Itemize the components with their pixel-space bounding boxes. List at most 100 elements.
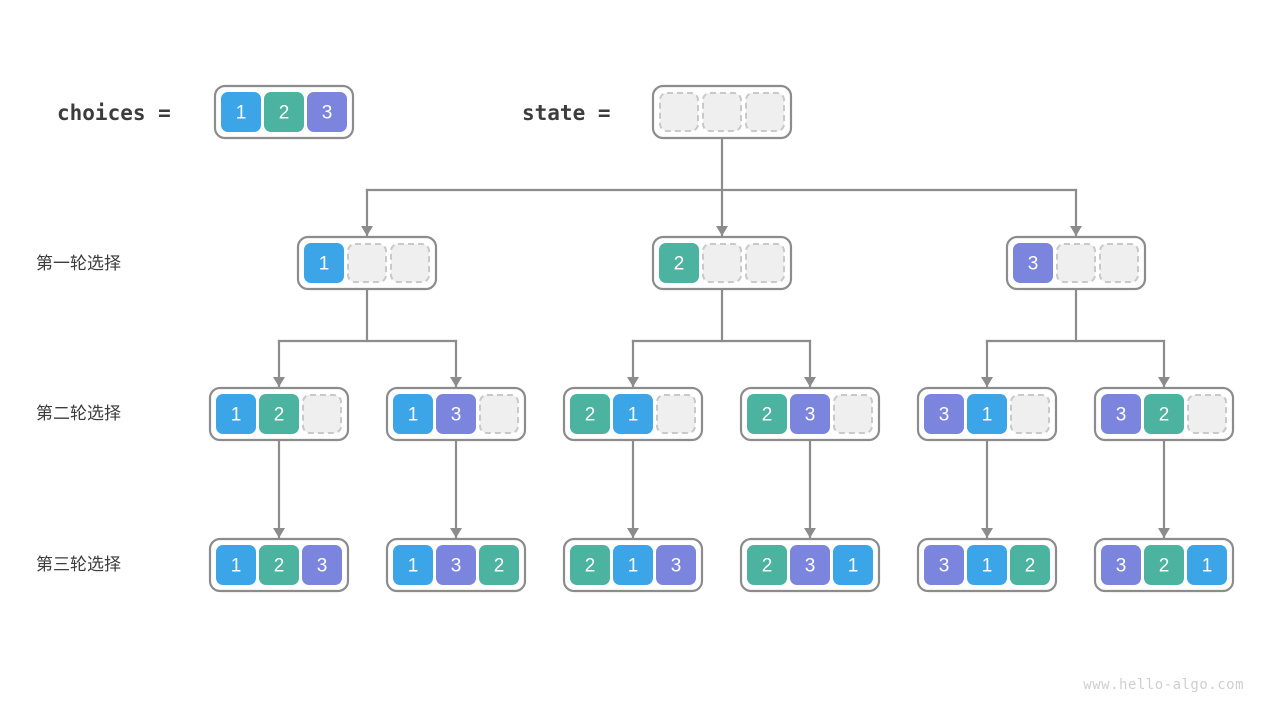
cell-value: 3 <box>1028 254 1039 275</box>
arrow-r3-4 <box>804 528 816 538</box>
arrow-r3-2 <box>450 528 462 538</box>
cell-value: 3 <box>317 556 328 577</box>
cell-filled-1 <box>304 243 344 283</box>
cell-filled-2 <box>264 92 304 132</box>
cell-empty <box>347 243 387 283</box>
cell-value: 3 <box>1116 405 1127 426</box>
cell-empty <box>833 394 873 434</box>
cell-filled-3 <box>302 545 342 585</box>
cell-value: 3 <box>671 556 682 577</box>
arrow-r1-3 <box>1070 226 1082 236</box>
cell-value: 2 <box>762 405 773 426</box>
cell-empty <box>745 92 785 132</box>
arrow-r2-1-2 <box>450 377 462 387</box>
state-label: state = <box>522 101 611 125</box>
cell-filled-1 <box>1187 545 1227 585</box>
cell-empty <box>659 92 699 132</box>
cell-filled-2 <box>259 545 299 585</box>
cell-filled-1 <box>393 394 433 434</box>
cell-empty <box>1010 394 1050 434</box>
cell-empty <box>1099 243 1139 283</box>
cell-filled-3 <box>924 394 964 434</box>
cell-empty <box>702 92 742 132</box>
cell-empty <box>702 243 742 283</box>
cell-filled-3 <box>307 92 347 132</box>
cell-value: 2 <box>274 556 285 577</box>
cell-value: 1 <box>236 103 247 124</box>
cell-value: 2 <box>585 405 596 426</box>
cell-value: 1 <box>982 556 993 577</box>
row-label-round-3: 第三轮选择 <box>36 555 121 574</box>
round3-node-3: 2 1 3 <box>562 537 704 593</box>
cell-filled-3 <box>790 545 830 585</box>
cell-filled-2 <box>1144 545 1184 585</box>
cell-filled-1 <box>613 394 653 434</box>
cell-filled-1 <box>216 394 256 434</box>
cell-value: 1 <box>1202 556 1213 577</box>
cell-value: 2 <box>1159 556 1170 577</box>
cell-value: 2 <box>279 103 290 124</box>
cell-value: 3 <box>939 556 950 577</box>
cell-value: 3 <box>805 405 816 426</box>
arrow-r2-2-2 <box>804 377 816 387</box>
cell-value: 2 <box>274 405 285 426</box>
cell-filled-2 <box>659 243 699 283</box>
cell-value: 1 <box>628 556 639 577</box>
cell-filled-3 <box>436 545 476 585</box>
cell-value: 2 <box>762 556 773 577</box>
cell-filled-3 <box>1101 394 1141 434</box>
cell-filled-2 <box>1144 394 1184 434</box>
cell-filled-1 <box>833 545 873 585</box>
cell-value: 1 <box>231 405 242 426</box>
cell-value: 1 <box>408 556 419 577</box>
cell-empty <box>1056 243 1096 283</box>
round3-node-1: 1 2 3 <box>208 537 350 593</box>
cell-value: 2 <box>674 254 685 275</box>
cell-filled-3 <box>1013 243 1053 283</box>
state-array <box>651 84 793 140</box>
round1-node-1: 1 <box>296 235 438 291</box>
arrow-r2-2-1 <box>627 377 639 387</box>
cell-value: 1 <box>231 556 242 577</box>
cell-empty <box>479 394 519 434</box>
cell-empty <box>390 243 430 283</box>
cell-value: 2 <box>585 556 596 577</box>
cell-value: 3 <box>451 405 462 426</box>
cell-filled-2 <box>1010 545 1050 585</box>
cell-value: 3 <box>451 556 462 577</box>
cell-value: 3 <box>805 556 816 577</box>
cell-filled-2 <box>479 545 519 585</box>
cell-filled-3 <box>1101 545 1141 585</box>
cell-filled-1 <box>967 545 1007 585</box>
round3-node-5: 3 1 2 <box>916 537 1058 593</box>
cell-value: 2 <box>1025 556 1036 577</box>
choices-label: choices = <box>57 101 171 125</box>
cell-filled-3 <box>656 545 696 585</box>
cell-value: 1 <box>408 405 419 426</box>
cell-empty <box>302 394 342 434</box>
cell-empty <box>1187 394 1227 434</box>
arrow-r3-1 <box>273 528 285 538</box>
arrow-r1-2 <box>716 226 728 236</box>
round1-node-2: 2 <box>651 235 793 291</box>
row-label-round-2: 第二轮选择 <box>36 404 121 423</box>
arrow-r2-1-1 <box>273 377 285 387</box>
cell-filled-2 <box>570 545 610 585</box>
cell-value: 3 <box>939 405 950 426</box>
cell-value: 1 <box>319 254 330 275</box>
round1-node-3: 3 <box>1005 235 1147 291</box>
cell-filled-2 <box>570 394 610 434</box>
cell-filled-1 <box>613 545 653 585</box>
arrow-r2-3-1 <box>981 377 993 387</box>
cell-value: 2 <box>1159 405 1170 426</box>
row-label-round-1: 第一轮选择 <box>36 254 121 273</box>
